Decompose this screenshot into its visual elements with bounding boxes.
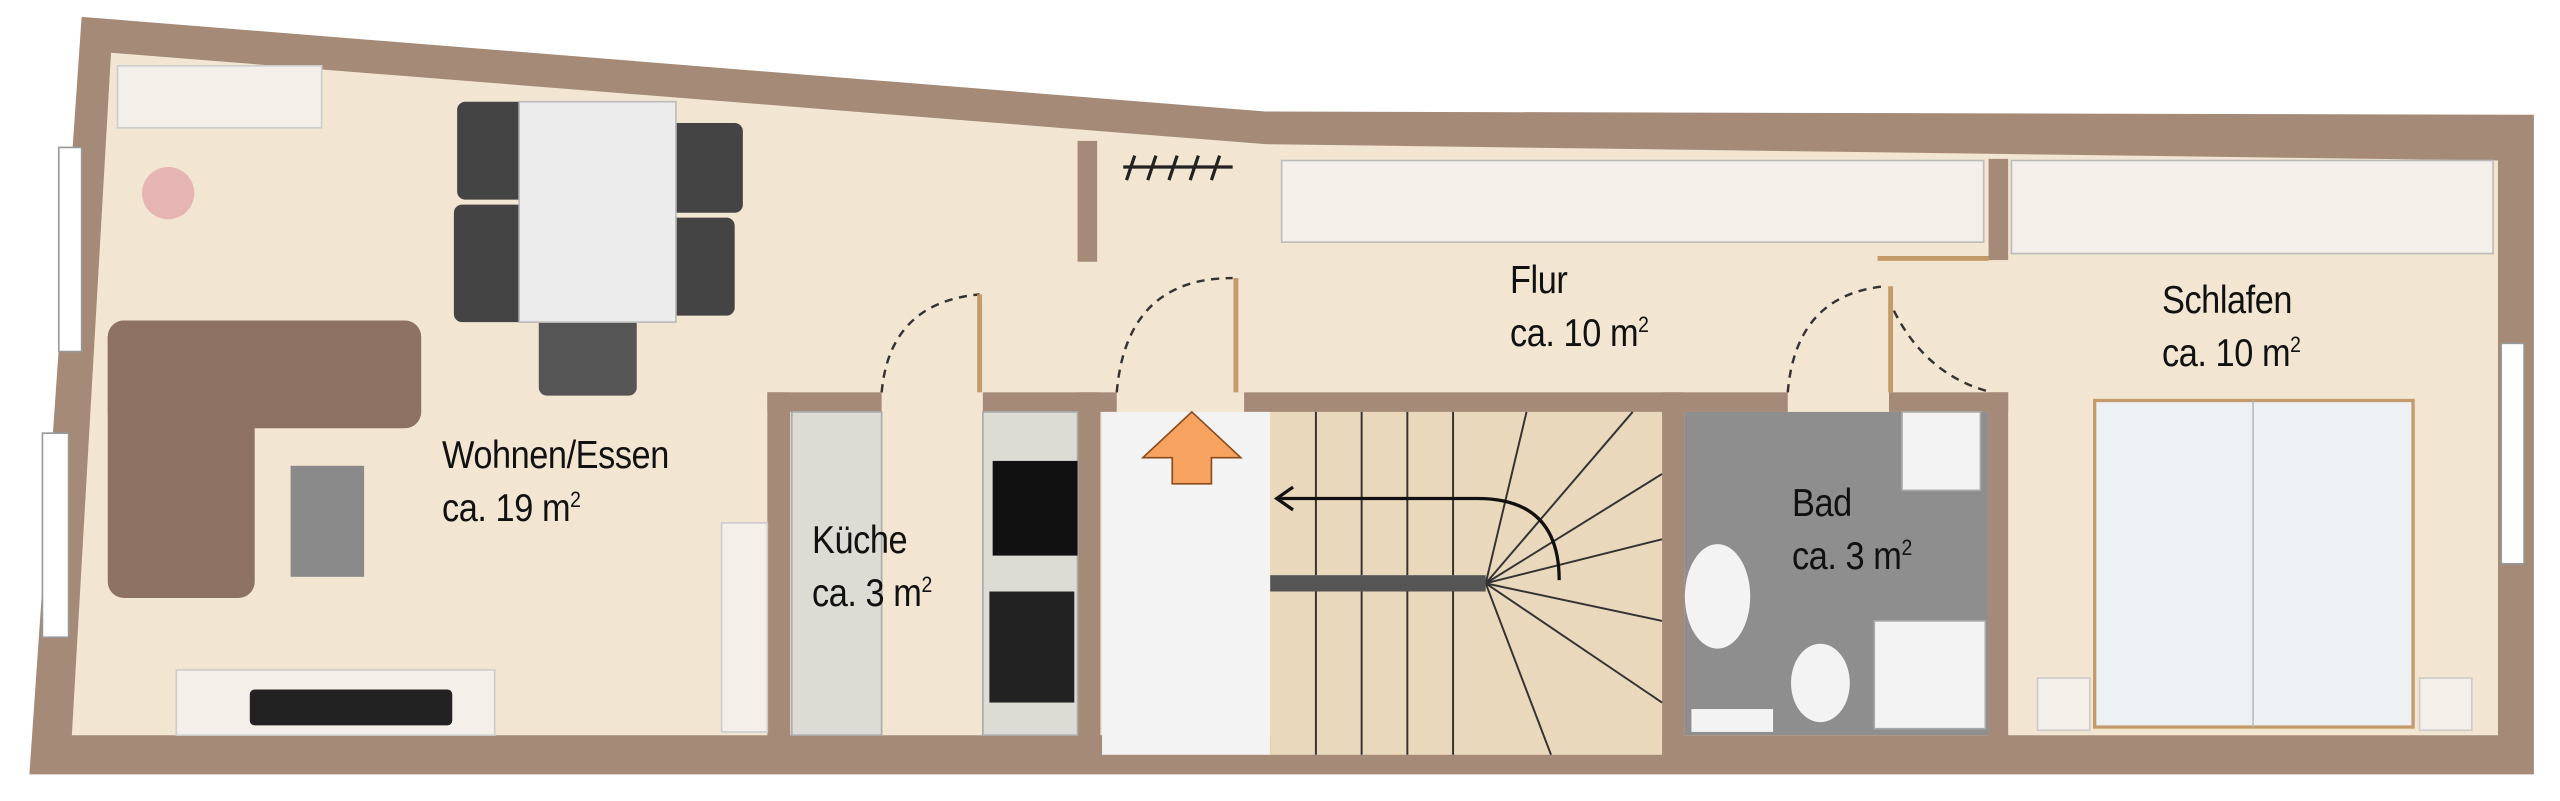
wardrobe-bedroom xyxy=(2010,159,2494,255)
entry-arrow xyxy=(1140,410,1243,485)
coat-rack xyxy=(1123,155,1233,181)
stair-stringer xyxy=(1270,575,1486,592)
nightstand xyxy=(2418,677,2473,732)
window xyxy=(2500,342,2525,565)
wall-kitchen-right xyxy=(1077,392,1101,739)
sideboard xyxy=(116,64,323,129)
room-area: ca. 3 m2 xyxy=(1792,534,1912,578)
shelf xyxy=(720,522,769,733)
cooktop xyxy=(992,460,1078,556)
room-label-schlafen: Schlafen ca. 10 m2 xyxy=(2162,275,2301,380)
door-opening-stair xyxy=(1116,390,1245,414)
bath-shelf xyxy=(1691,709,1774,732)
shower-tray xyxy=(1873,620,1987,730)
room-label-flur: Flur ca. 10 m2 xyxy=(1510,255,1649,360)
kitchen-counter xyxy=(791,411,883,737)
coffee-table xyxy=(290,465,365,577)
toilet xyxy=(1791,643,1850,723)
room-name: Flur xyxy=(1510,259,1568,302)
stair-steps xyxy=(1314,411,1663,756)
wall-hall-bedroom xyxy=(1988,158,2009,261)
wardrobe-hall xyxy=(1280,159,1985,243)
sofa xyxy=(107,320,422,599)
door-opening-kitchen xyxy=(881,390,983,414)
sink xyxy=(989,591,1075,703)
room-name: Schlafen xyxy=(2162,279,2293,322)
room-area: ca. 3 m2 xyxy=(812,571,932,615)
wall-living-hall xyxy=(1077,140,1098,262)
room-area: ca. 19 m2 xyxy=(442,486,581,530)
stair-direction-arrow xyxy=(1273,485,1561,581)
plant xyxy=(142,167,195,220)
window xyxy=(57,146,83,353)
washbasin xyxy=(1684,544,1751,649)
room-label-wohnen-essen: Wohnen/Essen ca. 19 m2 xyxy=(442,430,669,535)
room-area: ca. 10 m2 xyxy=(1510,311,1649,355)
wall-bath-right xyxy=(1988,392,2009,739)
door-opening-bath xyxy=(1787,390,1889,414)
dining-table xyxy=(453,100,743,396)
room-name: Küche xyxy=(812,519,908,562)
room-name: Wohnen/Essen xyxy=(442,434,669,477)
room-name: Bad xyxy=(1792,482,1852,525)
wall-bath-left xyxy=(1662,392,1685,739)
window xyxy=(41,432,70,639)
nightstand xyxy=(2036,677,2091,732)
washing-machine xyxy=(1901,411,1982,492)
door-leaves xyxy=(977,256,1989,393)
tv xyxy=(249,689,453,726)
wall-kitchen-left xyxy=(767,392,791,739)
room-area: ca. 10 m2 xyxy=(2162,331,2301,375)
room-label-bad: Bad ca. 3 m2 xyxy=(1792,478,1912,583)
door-swings xyxy=(880,276,1993,394)
room-label-kueche: Küche ca. 3 m2 xyxy=(812,515,932,620)
